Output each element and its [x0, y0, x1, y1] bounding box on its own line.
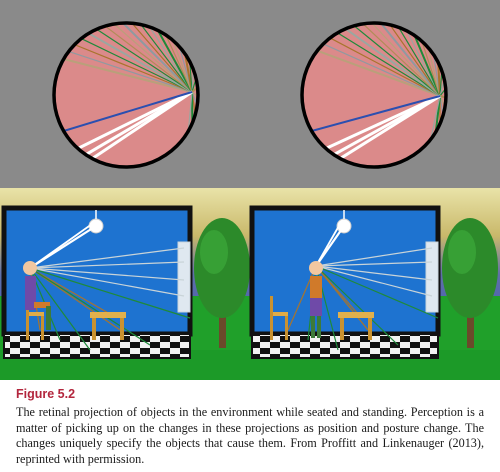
- retina-seated: [52, 21, 200, 169]
- figure-illustration: [0, 0, 500, 380]
- retina-standing: [300, 21, 448, 169]
- figure-label: Figure 5.2: [16, 387, 76, 401]
- scene-seated: [1, 205, 250, 359]
- scene-standing: [249, 205, 498, 359]
- figure-caption: The retinal projection of objects in the…: [16, 405, 484, 466]
- caption-block: Figure 5.2 The retinal projection of obj…: [16, 387, 484, 467]
